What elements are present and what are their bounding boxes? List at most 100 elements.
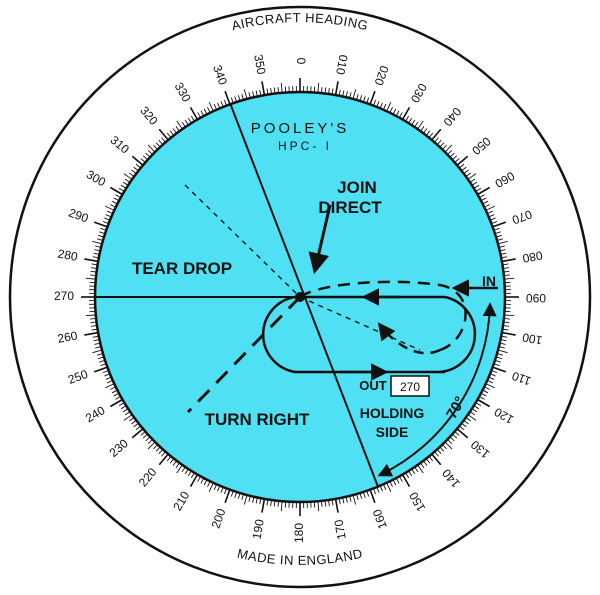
heading-tick (131, 155, 144, 166)
inbound-label: IN (482, 273, 496, 289)
heading-tick (224, 90, 231, 105)
heading-label: 0 (294, 58, 308, 65)
heading-tick (334, 81, 339, 96)
heading-tick (431, 128, 442, 141)
heading-tick (92, 349, 103, 354)
heading-tick (189, 474, 199, 488)
heading-tick (104, 205, 115, 211)
heading-label: 200 (209, 506, 229, 530)
heading-label: 350 (251, 53, 268, 75)
heading-tick (123, 414, 133, 421)
heading-tick (208, 101, 214, 112)
heading-label: 260 (56, 328, 78, 345)
heading-tick (93, 221, 108, 228)
heading-label: 160 (370, 507, 390, 531)
heading-tick (109, 186, 123, 196)
heading-label: 070 (510, 207, 534, 227)
heading-tick (84, 331, 99, 336)
heading-tick (92, 240, 103, 245)
heading-tick (352, 494, 357, 505)
heading-tick (147, 441, 156, 450)
outbound-label: OUT (359, 378, 387, 393)
heading-label: 290 (67, 206, 91, 226)
made-in-england-label: MADE IN ENGLAND (236, 546, 364, 568)
heading-tick (334, 498, 339, 513)
heading-tick (504, 277, 515, 280)
heading-label: 250 (66, 367, 90, 387)
heading-label: 340 (210, 63, 230, 87)
holding-side-line2: SIDE (376, 424, 409, 440)
heading-tick (85, 314, 96, 317)
heading-tick (444, 144, 453, 153)
heading-tick (176, 120, 183, 130)
heading-label: 100 (521, 330, 543, 347)
heading-tick (224, 489, 231, 504)
heading-tick (477, 186, 491, 196)
heading-tick (93, 366, 108, 373)
heading-tick (261, 498, 266, 513)
join-direct-line2: DIRECT (318, 198, 382, 217)
heading-tick (497, 240, 508, 245)
brand-name: POOLEY'S (251, 120, 350, 137)
heading-tick (85, 277, 96, 280)
angle-arc (377, 302, 497, 477)
heading-label: 090 (526, 291, 546, 305)
heading-tick (369, 489, 376, 504)
heading-tick (386, 101, 392, 112)
heading-tick (352, 89, 357, 100)
fix-point (295, 292, 305, 302)
heading-tick (176, 464, 183, 474)
join-direct-line1: JOIN (337, 178, 377, 197)
heading-tick (401, 474, 411, 488)
heading-tick (123, 173, 133, 180)
heading-tick (84, 258, 99, 263)
heading-tick (317, 501, 320, 512)
dashed-line-teardrop (299, 296, 421, 351)
brand-model: HPC- I (278, 139, 332, 153)
heading-tick (147, 144, 156, 153)
heading-tick (131, 428, 144, 439)
heading-tick (501, 331, 516, 336)
heading-tick (492, 221, 507, 228)
heading-label: 190 (250, 518, 267, 540)
heading-tick (243, 494, 248, 505)
heading-tick (280, 82, 283, 93)
heading-tick (501, 258, 516, 263)
heading-tick (158, 453, 169, 466)
outbound-heading-box (390, 375, 430, 397)
heading-tick (485, 205, 496, 211)
heading-tick (109, 398, 123, 408)
heading-label: 020 (371, 64, 391, 88)
join-direct-arrow (308, 204, 332, 275)
heading-label: 170 (331, 518, 348, 540)
holding-side-line1: HOLDING (360, 405, 425, 421)
heading-label: 280 (57, 247, 79, 264)
heading-label: 110 (510, 369, 533, 389)
heading-tick (317, 82, 320, 93)
heading-tick (280, 501, 283, 512)
heading-label: 180 (292, 523, 306, 543)
dashed-line-230 (186, 295, 302, 414)
heading-tick (369, 90, 376, 105)
heading-tick (158, 128, 169, 141)
heading-label: 010 (333, 54, 350, 76)
heading-tick (386, 482, 392, 493)
heading-tick (417, 120, 424, 130)
heading-label: 270 (54, 289, 74, 303)
outbound-heading-value: 270 (400, 380, 420, 394)
heading-tick (208, 482, 214, 493)
heading-tick (104, 383, 115, 389)
tear-drop-label: TEAR DROP (132, 259, 232, 278)
heading-label: 080 (521, 248, 543, 265)
heading-tick (401, 106, 411, 120)
dashed-line-310 (184, 184, 301, 298)
heading-tick (497, 349, 508, 354)
heading-tick (504, 314, 515, 317)
racetrack-solid (261, 295, 445, 374)
heading-tick (243, 89, 248, 100)
heading-tick (261, 81, 266, 96)
turn-right-label: TURN RIGHT (205, 410, 310, 429)
heading-tick (467, 173, 477, 180)
